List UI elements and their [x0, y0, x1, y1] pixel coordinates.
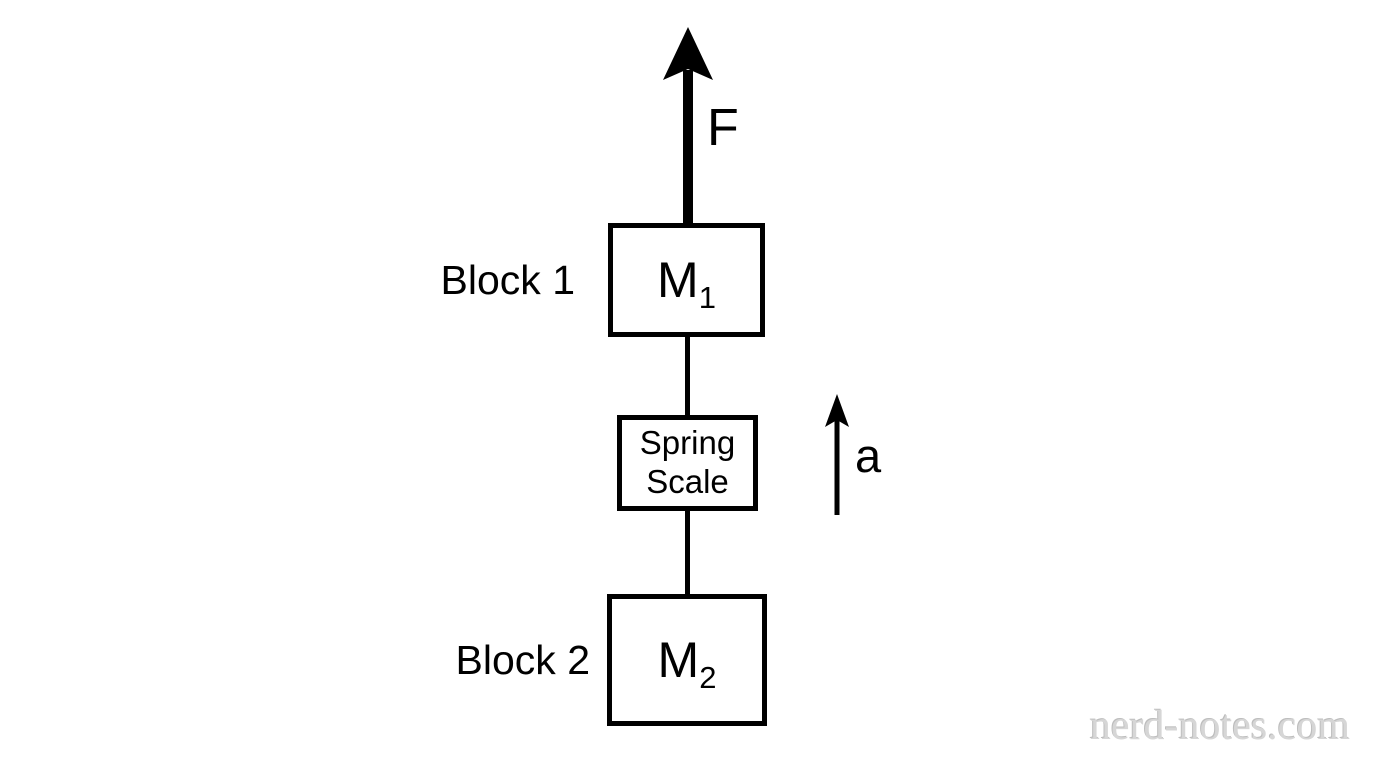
spring-scale-label-line2: Scale — [646, 463, 729, 500]
block2-box: M2 — [607, 594, 767, 726]
block2-side-label: Block 2 — [455, 636, 590, 683]
force-up-arrow-icon — [663, 27, 713, 226]
force-label: F — [707, 99, 739, 157]
acceleration-up-arrow-icon — [825, 394, 849, 515]
block2-mass-label: M2 — [657, 631, 717, 693]
watermark-text: nerd-notes.com — [1089, 703, 1350, 749]
block1-mass-subscript: 1 — [698, 280, 716, 315]
spring-scale-box: Spring Scale — [617, 415, 758, 511]
force-arrow-head — [663, 27, 713, 80]
block1-mass-label: M1 — [657, 251, 716, 313]
block1-mass-symbol: M — [657, 252, 699, 308]
block1-box: M1 — [608, 223, 765, 337]
acceleration-arrow-head — [825, 394, 849, 427]
acceleration-label: a — [855, 429, 882, 482]
spring-scale-label-line1: Spring — [639, 424, 736, 462]
block1-side-label: Block 1 — [440, 256, 575, 303]
block2-mass-subscript: 2 — [699, 660, 717, 695]
block2-mass-symbol: M — [657, 632, 700, 688]
